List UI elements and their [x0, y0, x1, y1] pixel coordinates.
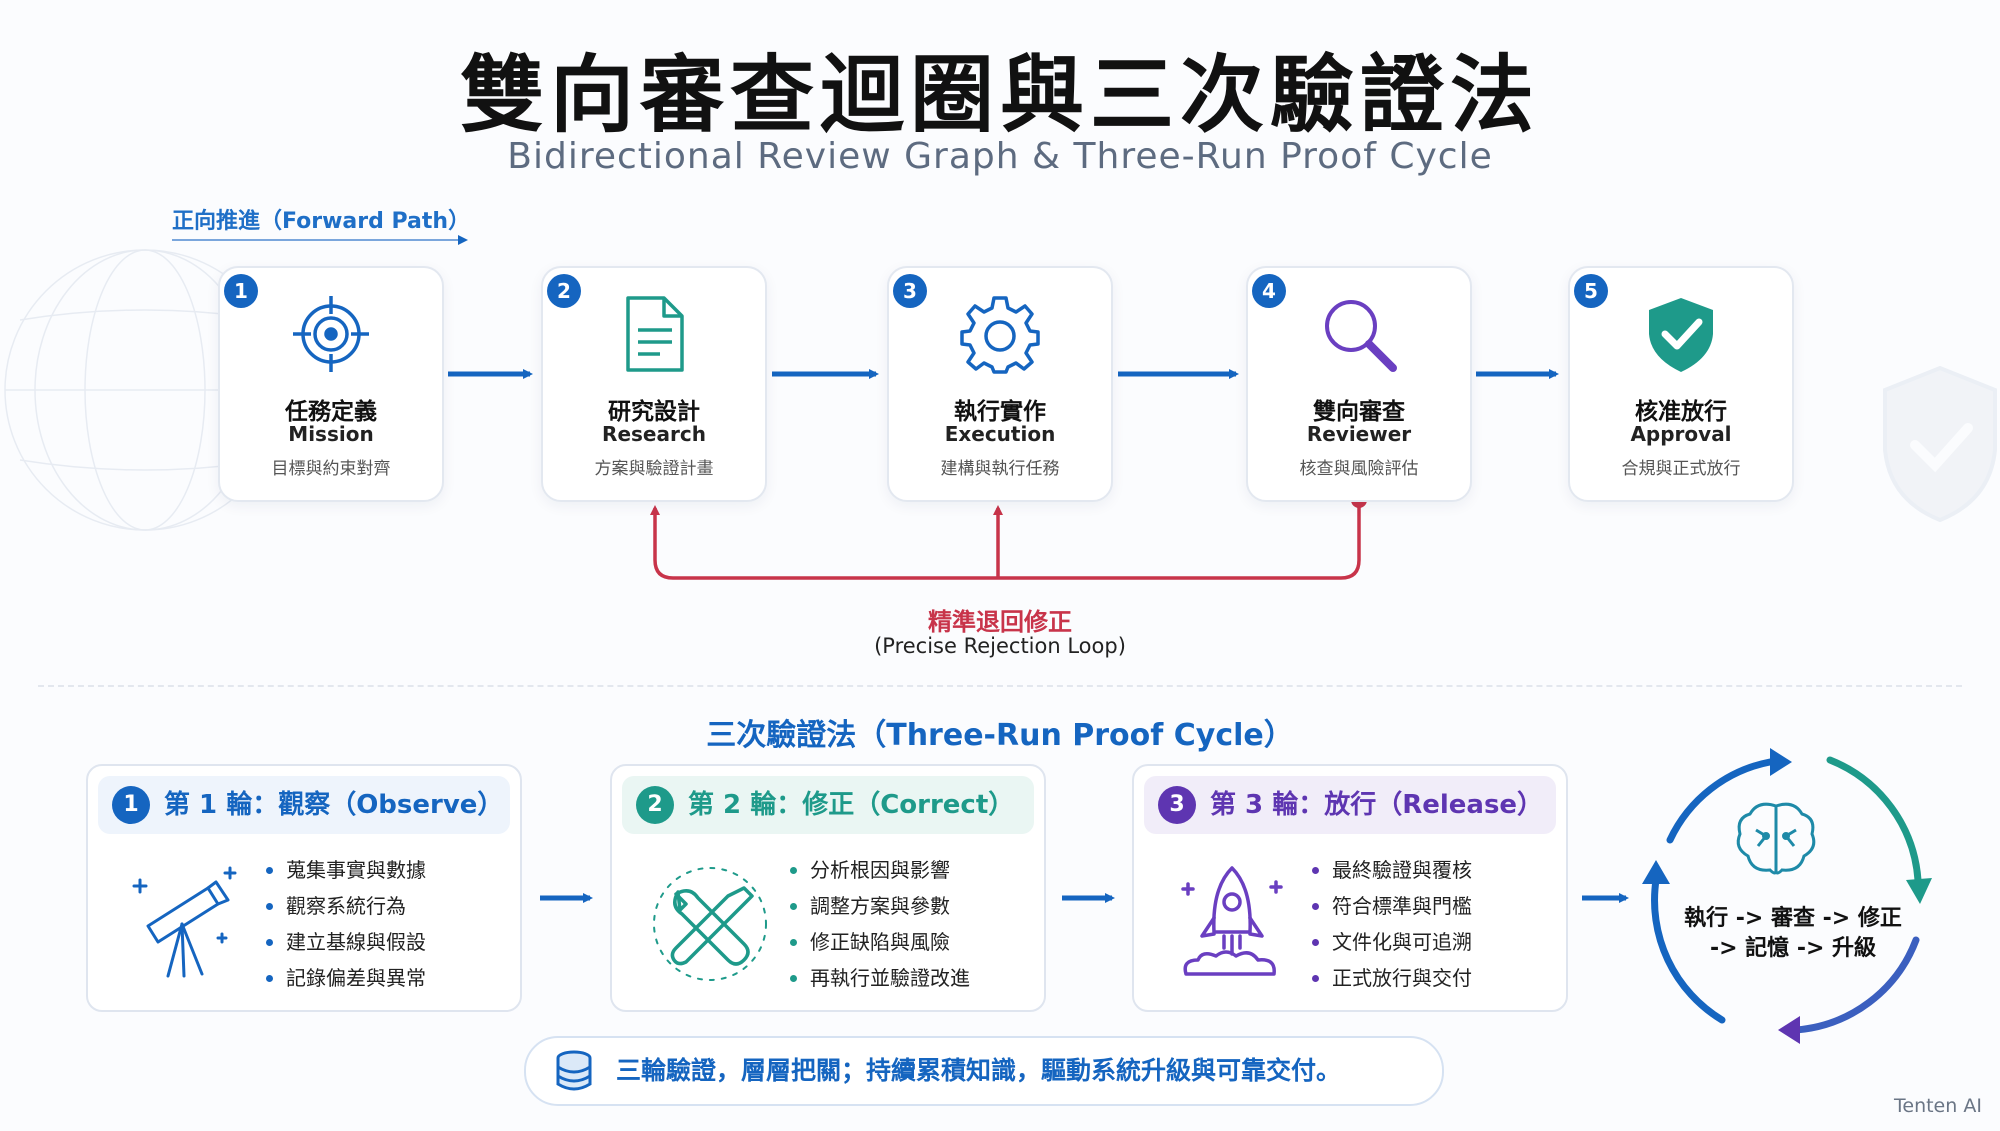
cycle-arrowheads — [1642, 748, 1932, 1044]
run-panel-title: 第 2 輪：修正（Correct） — [688, 790, 1015, 820]
step-title-zh: 雙向審查 — [1313, 399, 1405, 425]
rejection-loop — [650, 500, 1361, 580]
footer-banner: 三輪驗證，層層把關；持續累積知識，驅動系統升級與可靠交付。 — [524, 1036, 1444, 1106]
list-item: 觀察系統行為 — [264, 888, 426, 924]
brain-icon — [1736, 802, 1816, 875]
list-item: 符合標準與門檻 — [1310, 888, 1472, 924]
run-panel-list: 最終驗證與覆核 符合標準與門檻 文件化與可追溯 正式放行與交付 — [1310, 852, 1472, 996]
step-title-en: Approval — [1630, 422, 1732, 446]
list-item: 最終驗證與覆核 — [1310, 852, 1472, 888]
run-panel-title: 第 1 輪：觀察（Observe） — [164, 790, 504, 820]
run-panel-header: 2 第 2 輪：修正（Correct） — [622, 776, 1034, 834]
list-item: 正式放行與交付 — [1310, 960, 1472, 996]
list-item: 修正缺陷與風險 — [788, 924, 970, 960]
list-item: 記錄偏差與異常 — [264, 960, 426, 996]
three-run-title: 三次驗證法（Three-Run Proof Cycle） — [706, 718, 1294, 753]
step-card-approval: 5 核准放行 Approval 合規與正式放行 — [1568, 266, 1794, 502]
run-number-badge: 1 — [112, 786, 150, 824]
rocket-icon — [1181, 866, 1283, 976]
step-title-en: Mission — [288, 422, 374, 446]
footer-text: 三輪驗證，層層把關；持續累積知識，驅動系統升級與可靠交付。 — [616, 1056, 1342, 1085]
step-description: 方案與驗證計畫 — [594, 459, 714, 479]
brand-watermark: Tenten AI — [1894, 1095, 1982, 1117]
run-number-badge: 3 — [1158, 786, 1196, 824]
target-icon — [293, 296, 369, 372]
list-item: 再執行並驗證改進 — [788, 960, 970, 996]
step-number-badge: 4 — [1252, 274, 1286, 308]
run-panel-title: 第 3 輪：放行（Release） — [1210, 790, 1544, 820]
list-item: 建立基線與假設 — [264, 924, 426, 960]
step-card-execution: 3 執行實作 Execution 建構與執行任務 — [887, 266, 1113, 502]
shield-check-icon — [1649, 298, 1713, 372]
run-panel-correct: 2 第 2 輪：修正（Correct） 分析根因與影響 調整方案與參數 修正缺陷… — [610, 764, 1046, 1012]
step-description: 建構與執行任務 — [940, 459, 1060, 479]
list-item: 調整方案與參數 — [788, 888, 970, 924]
list-item: 分析根因與影響 — [788, 852, 970, 888]
step-number-badge: 5 — [1574, 274, 1608, 308]
step-title-zh: 執行實作 — [954, 399, 1046, 425]
page-subtitle: Bidirectional Review Graph & Three-Run P… — [507, 136, 1493, 177]
cycle-caption: 執行 -> 審查 -> 修正 -> 記憶 -> 升級 — [1668, 904, 1918, 964]
step-description: 核查與風險評估 — [1299, 459, 1419, 479]
step-number-badge: 1 — [224, 274, 258, 308]
database-icon — [556, 1050, 592, 1091]
step-number-badge: 3 — [893, 274, 927, 308]
step-description: 合規與正式放行 — [1621, 459, 1741, 479]
step-title-en: Execution — [944, 422, 1056, 446]
cycle-ring — [1651, 756, 1922, 1034]
step-card-reviewer: 4 雙向審查 Reviewer 核查與風險評估 — [1246, 266, 1472, 502]
forward-path-label: 正向推進（Forward Path） — [172, 209, 471, 234]
run-number-badge: 2 — [636, 786, 674, 824]
cycle-caption-line: -> 記憶 -> 升級 — [1709, 936, 1877, 961]
run-panel-header: 1 第 1 輪：觀察（Observe） — [98, 776, 510, 834]
telescope-icon — [132, 866, 237, 978]
shield-decoration — [1883, 365, 1997, 523]
cycle-caption-line: 執行 -> 審查 -> 修正 — [1684, 906, 1902, 931]
tools-icon — [653, 867, 767, 981]
run-panel-list: 蒐集事實與數據 觀察系統行為 建立基線與假設 記錄偏差與異常 — [264, 852, 426, 996]
magnifier-icon — [1325, 300, 1397, 372]
page-title: 雙向審查迴圈與三次驗證法 — [459, 46, 1540, 144]
step-card-mission: 1 任務定義 Mission 目標與約束對齊 — [218, 266, 444, 502]
step-title-zh: 任務定義 — [285, 399, 377, 425]
step-description: 目標與約束對齊 — [271, 459, 391, 479]
step-card-research: 2 研究設計 Research 方案與驗證計畫 — [541, 266, 767, 502]
list-item: 文件化與可追溯 — [1310, 924, 1472, 960]
rejection-loop-label: 精準退回修正 — [928, 608, 1072, 636]
list-item: 蒐集事實與數據 — [264, 852, 426, 888]
run-panel-release: 3 第 3 輪：放行（Release） 最終驗證與覆核 符合標準與門檻 文件化與… — [1132, 764, 1568, 1012]
run-panel-header: 3 第 3 輪：放行（Release） — [1144, 776, 1556, 834]
step-title-en: Reviewer — [1306, 422, 1412, 446]
document-icon — [626, 296, 684, 372]
step-number-badge: 2 — [547, 274, 581, 308]
step-title-en: Research — [602, 422, 706, 446]
step-title-zh: 核准放行 — [1635, 399, 1727, 425]
section-divider — [38, 685, 1962, 687]
run-panel-observe: 1 第 1 輪：觀察（Observe） 蒐集事實與數據 觀察系統行為 建立基線與… — [86, 764, 522, 1012]
gear-icon — [960, 296, 1040, 374]
rejection-loop-sublabel: (Precise Rejection Loop) — [874, 634, 1126, 658]
step-title-zh: 研究設計 — [608, 399, 700, 425]
run-panel-list: 分析根因與影響 調整方案與參數 修正缺陷與風險 再執行並驗證改進 — [788, 852, 970, 996]
